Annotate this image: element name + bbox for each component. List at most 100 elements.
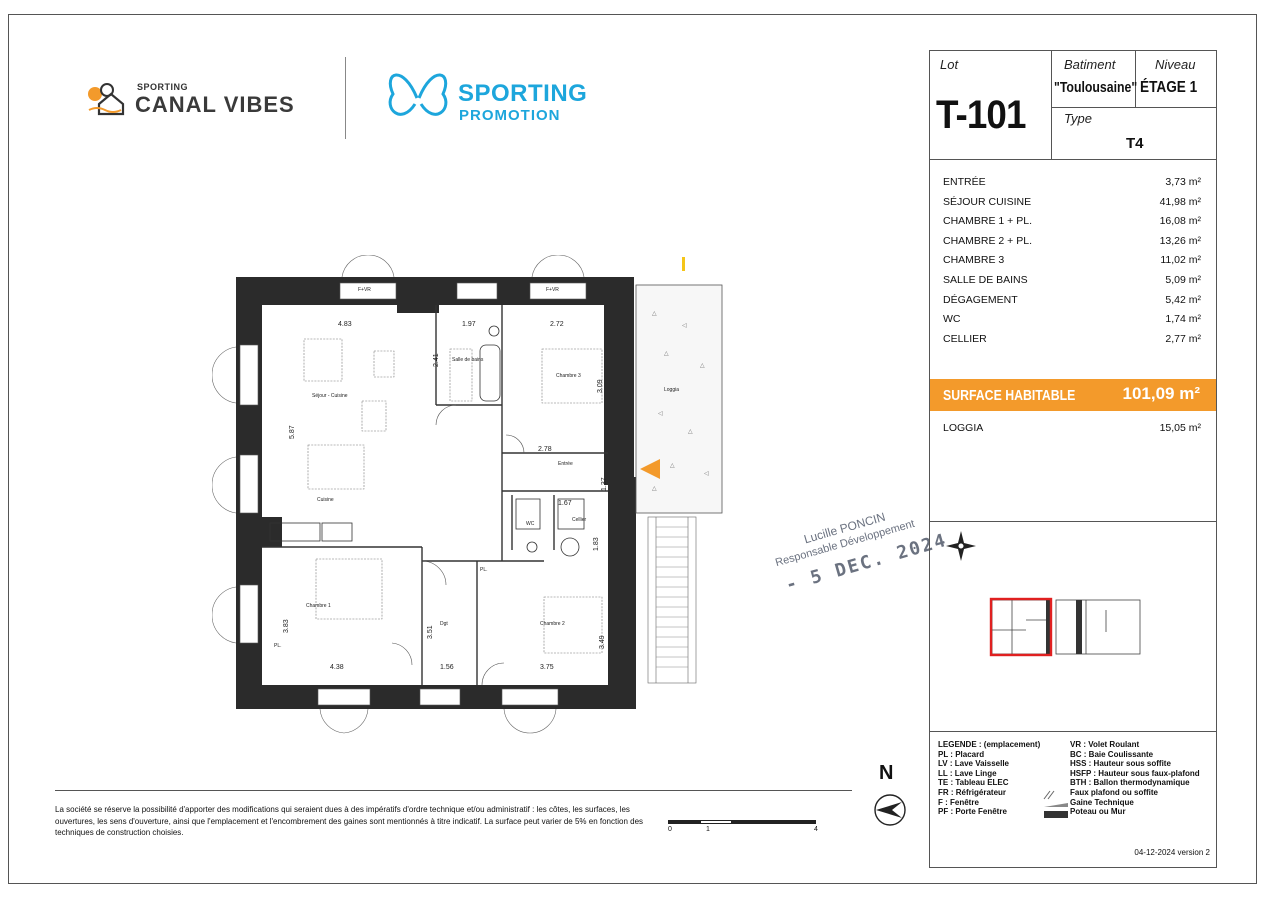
scale-bar: 0 1 4 (668, 818, 820, 834)
dim-272: 2.72 (550, 321, 564, 328)
compass-rose-icon (946, 531, 976, 561)
page-frame (8, 14, 1257, 884)
room-row: WC 1,74 m² (943, 310, 1201, 330)
room-name: CHAMBRE 3 (943, 254, 1005, 267)
dim-587: 5.87 (289, 425, 296, 439)
north-letter: N (879, 762, 894, 784)
poteau-mur-icon (1044, 811, 1068, 818)
room-row: CHAMBRE 1 + PL.16,08 m² (943, 212, 1201, 232)
lot-number: T-101 (936, 93, 1026, 137)
scale-zero: 0 (668, 826, 672, 833)
legend-item: Poteau ou Mur (1070, 807, 1126, 817)
wall-west-mid (236, 517, 282, 547)
loggia-area (635, 284, 723, 514)
dim-483: 4.83 (338, 321, 352, 328)
legend-item: PF : Porte Fenêtre (938, 807, 1007, 817)
room-row: CHAMBRE 2 + PL. 13,26 m² (943, 232, 1201, 252)
svg-text:△: △ (652, 486, 657, 492)
room-name: ENTRÉE (943, 176, 986, 188)
scale-four: 4 (814, 826, 818, 833)
loggia-row: LOGGIA 15,05 m² (943, 422, 1201, 434)
room-name: CHAMBRE 2 + PL. (943, 234, 1032, 247)
plan-label-chambre2: Chambre 2 (540, 621, 565, 627)
gaine-technique-icon (1044, 803, 1068, 807)
plan-label-cuisine: Cuisine (317, 497, 334, 503)
dim-349: 3.49 (599, 635, 606, 649)
batiment-value: "Toulousaine" (1054, 79, 1138, 96)
room-area: 41,98 m² (1159, 195, 1201, 208)
plan-label-entree: Entrée (558, 461, 573, 467)
surface-habitable-bar: SURFACE HABITABLE 101,09 m² (930, 379, 1216, 411)
dim-351: 3.51 (427, 625, 434, 639)
logo-separator (345, 57, 346, 139)
niveau-value: ÉTAGE 1 (1140, 79, 1198, 96)
dim-383: 3.83 (283, 619, 290, 633)
legend-item: HSFP : Hauteur sous faux-plafond (1070, 768, 1200, 778)
plan-label-cellier: Cellier (572, 517, 587, 523)
room-area: 13,26 m² (1159, 234, 1201, 247)
svg-text:◁: ◁ (704, 471, 709, 477)
dim-167: 1.67 (558, 500, 572, 507)
panel-divider (930, 731, 1216, 732)
surface-label: SURFACE HABITABLE (943, 387, 1076, 404)
legend-item: TE : Tableau ELEC (938, 778, 1009, 788)
room-name: CHAMBRE 1 + PL. (943, 215, 1032, 228)
dim-278: 2.78 (538, 446, 552, 453)
plan-label-loggia: Loggia (664, 387, 679, 393)
room-name: SALLE DE BAINS (943, 273, 1028, 286)
svg-text:◁: ◁ (682, 323, 687, 329)
dim-156: 1.56 (440, 664, 454, 671)
legend-item: PL : Placard (938, 749, 985, 759)
panel-divider (930, 521, 1216, 522)
plan-label-fvr-1: F+VR (358, 287, 371, 293)
plan-label-fvr-2: F+VR (546, 287, 559, 293)
plan-label-sdb: Salle de bains (452, 357, 484, 363)
niveau-label: Niveau (1155, 57, 1196, 72)
legend-item: HSS : Hauteur sous soffite (1070, 759, 1171, 769)
disclaimer-divider (55, 790, 852, 791)
plan-label-pl-2: PL. (480, 567, 488, 573)
plan-label-sejour: Séjour - Cuisine (312, 393, 348, 399)
svg-text:△: △ (700, 363, 705, 369)
entrance-arrow-icon (640, 459, 660, 479)
canal-vibes-small-text: SPORTING (137, 82, 189, 92)
dim-309: 3.09 (597, 379, 604, 393)
svg-text:△: △ (688, 429, 693, 435)
marker-icon (682, 257, 685, 271)
lot-header: Lot T-101 Batiment "Toulousaine" Niveau … (930, 51, 1216, 160)
legend-item: LL : Lave Linge (938, 768, 997, 778)
legend-item: Gaine Technique (1070, 797, 1134, 807)
room-name: WC (943, 313, 961, 326)
dim-137: 1.37 (601, 477, 608, 491)
loggia-area: 15,05 m² (1159, 422, 1201, 434)
batiment-label: Batiment (1064, 57, 1116, 72)
type-label: Type (1064, 111, 1092, 126)
key-plan (989, 597, 1141, 657)
sporting-text: SPORTING (458, 80, 588, 107)
version-text: 04-12-2024 version 2 (1134, 848, 1210, 857)
legend-item: Faux plafond ou soffite (1070, 787, 1158, 797)
sporting-promotion-logo: SPORTING PROMOTION (383, 68, 613, 128)
plan-label-chambre1: Chambre 1 (306, 603, 331, 609)
plan-label-wc: WC (526, 521, 535, 527)
svg-text:△: △ (670, 463, 675, 469)
surface-value: 101,09 m² (1122, 384, 1201, 403)
column-north (397, 277, 439, 313)
room-area: 3,73 m² (1165, 176, 1201, 188)
room-row: SALLE DE BAINS 5,09 m² (943, 271, 1201, 291)
stairs (647, 516, 697, 684)
dim-183: 1.83 (593, 537, 600, 551)
room-name: DÉGAGEMENT (943, 293, 1018, 306)
room-area: 5,09 m² (1165, 273, 1201, 286)
canal-vibes-big-text: CANAL VIBES (135, 92, 295, 117)
room-area: 1,74 m² (1165, 313, 1201, 326)
loggia-name: LOGGIA (943, 422, 984, 434)
type-value: T4 (1126, 135, 1144, 152)
legend-item: F : Fenêtre (938, 797, 979, 807)
compass-icon (874, 794, 906, 826)
wall-east-lower (608, 477, 636, 709)
plan-label-pl-1: PL. (274, 643, 282, 649)
room-name: CELLIER (943, 332, 987, 345)
